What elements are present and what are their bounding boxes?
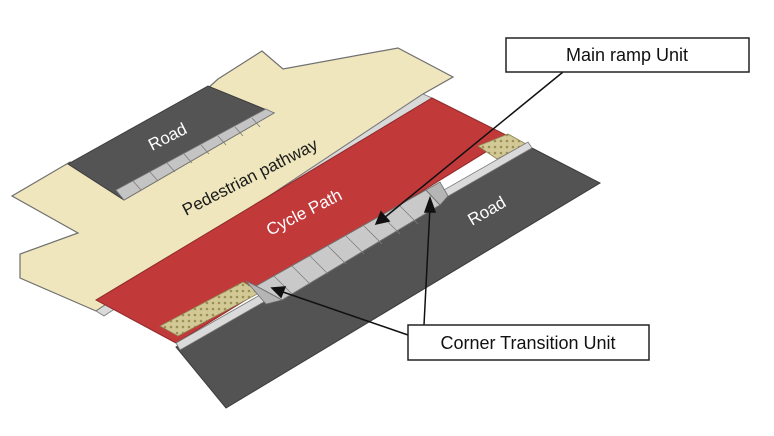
main-ramp-joints	[273, 205, 419, 295]
corner-transition-unit-left	[245, 280, 284, 305]
corner-transition-callout-label: Corner Transition Unit	[440, 333, 615, 353]
main-ramp-callout: Main ramp Unit	[505, 37, 750, 73]
corner-transition-unit-right	[425, 181, 449, 206]
pedestrian-pathway-area	[10, 47, 455, 312]
main-ramp-callout-label: Main ramp Unit	[566, 45, 688, 65]
upper-ramp	[115, 108, 275, 201]
callout-arrows	[270, 71, 564, 336]
corner-transition-callout: Corner Transition Unit	[407, 324, 650, 361]
upper-ramp-joints	[132, 117, 261, 191]
